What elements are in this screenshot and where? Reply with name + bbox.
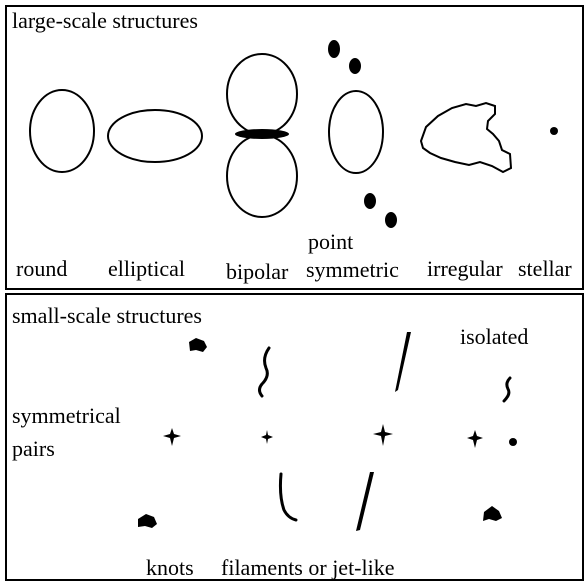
- knot-bottom-right: [483, 506, 502, 521]
- filament-upper: [260, 348, 270, 396]
- filament-isolated: [504, 378, 510, 401]
- point-knot-2: [349, 58, 361, 74]
- bipolar-lower-lobe: [227, 135, 297, 217]
- jet-lower: [356, 472, 374, 531]
- point-knot-4: [385, 212, 397, 228]
- round-nebula-shape: [30, 90, 94, 172]
- star-filament-center: [261, 430, 273, 444]
- knot-top-left: [189, 338, 207, 352]
- irregular-nebula-shape: [421, 103, 511, 172]
- bipolar-upper-lobe: [227, 54, 297, 134]
- isolated-dot: [509, 438, 517, 446]
- bipolar-waist: [235, 129, 289, 139]
- point-knot-1: [328, 40, 340, 58]
- stellar-dot: [550, 127, 558, 135]
- filament-lower: [280, 474, 296, 520]
- point-knot-3: [364, 193, 376, 209]
- jet-upper: [395, 332, 411, 392]
- star-jet-center: [373, 424, 393, 446]
- knot-bottom-left: [138, 514, 157, 528]
- point-symmetric-nebula-shape: [329, 91, 383, 173]
- star-isolated: [467, 430, 483, 448]
- elliptical-nebula-shape: [108, 110, 202, 162]
- star-symmetrical: [163, 428, 181, 446]
